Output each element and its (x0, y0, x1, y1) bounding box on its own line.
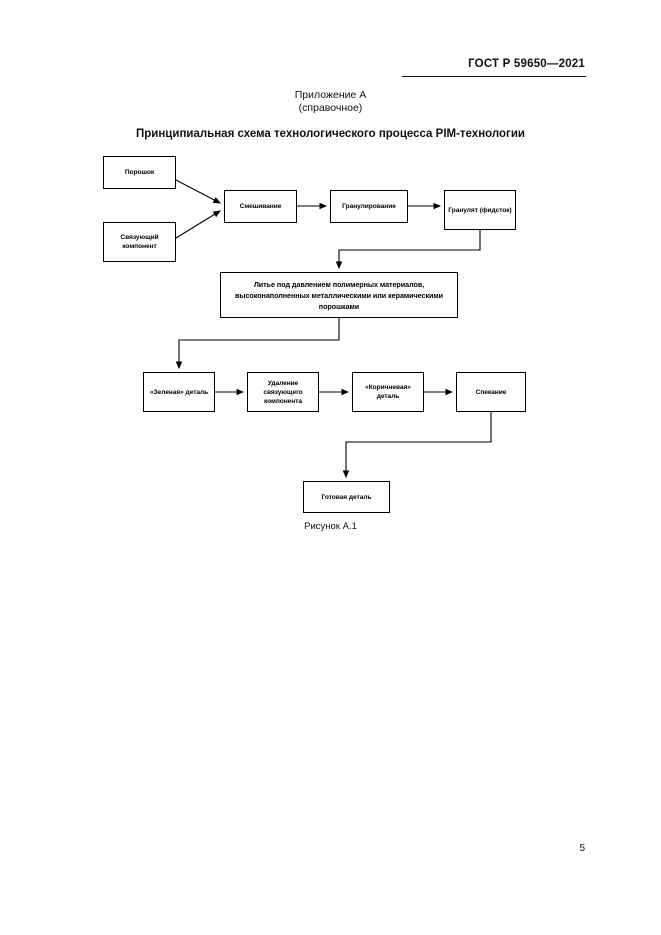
node-label: Порошок (124, 169, 155, 176)
node-label: Готовая деталь (321, 493, 372, 501)
node-debinding: Удаление связующего компонента (247, 372, 319, 412)
node-label: Удаление связующего компонента (263, 379, 303, 405)
edge-molding-green (175, 318, 340, 370)
node-label: «Коричневая» деталь (365, 384, 411, 400)
page-number: 5 (579, 843, 585, 854)
appendix-kind: (справочное) (298, 102, 363, 114)
header-divider (402, 76, 586, 78)
appendix-name: Приложение А (294, 89, 367, 101)
node-powder: Порошок (103, 156, 176, 189)
page-title: Принципиальная схема технологического пр… (136, 128, 525, 140)
node-label: Литье под давлением полимерных материало… (235, 279, 443, 311)
node-feedstock: Гранулят (фидсток) (444, 190, 516, 230)
node-binder: Связующий компонент (103, 222, 176, 262)
node-label: «Зеленая» деталь (149, 388, 209, 396)
node-green: «Зеленая» деталь (143, 372, 215, 412)
appendix-label: Приложение А (справочное) (0, 89, 661, 115)
figure-caption: Рисунок А.1 (304, 521, 357, 532)
node-label: Гранулят (фидсток) (448, 206, 512, 214)
edge-feedstock-molding (335, 230, 481, 270)
node-mixing: Смешивание (224, 190, 297, 223)
diagram-connectors (175, 179, 492, 479)
edge-powder-mixing (175, 179, 221, 204)
node-label: Смешивание (239, 203, 282, 210)
edge-sintering-finished (342, 412, 492, 479)
node-finished: Готовая деталь (303, 481, 390, 513)
node-label: Спекание (475, 388, 507, 396)
node-molding: Литье под давлением полимерных материало… (220, 272, 458, 318)
edge-binder-mixing (175, 210, 221, 239)
node-granulate: Гранулирование (330, 190, 408, 223)
node-label: Гранулирование (342, 203, 396, 210)
standard-header: ГОСТ Р 59650—2021 (468, 58, 585, 70)
node-sintering: Спекание (456, 372, 526, 412)
node-brown: «Коричневая» деталь (352, 372, 424, 412)
node-label: Связующий компонент (120, 234, 159, 250)
